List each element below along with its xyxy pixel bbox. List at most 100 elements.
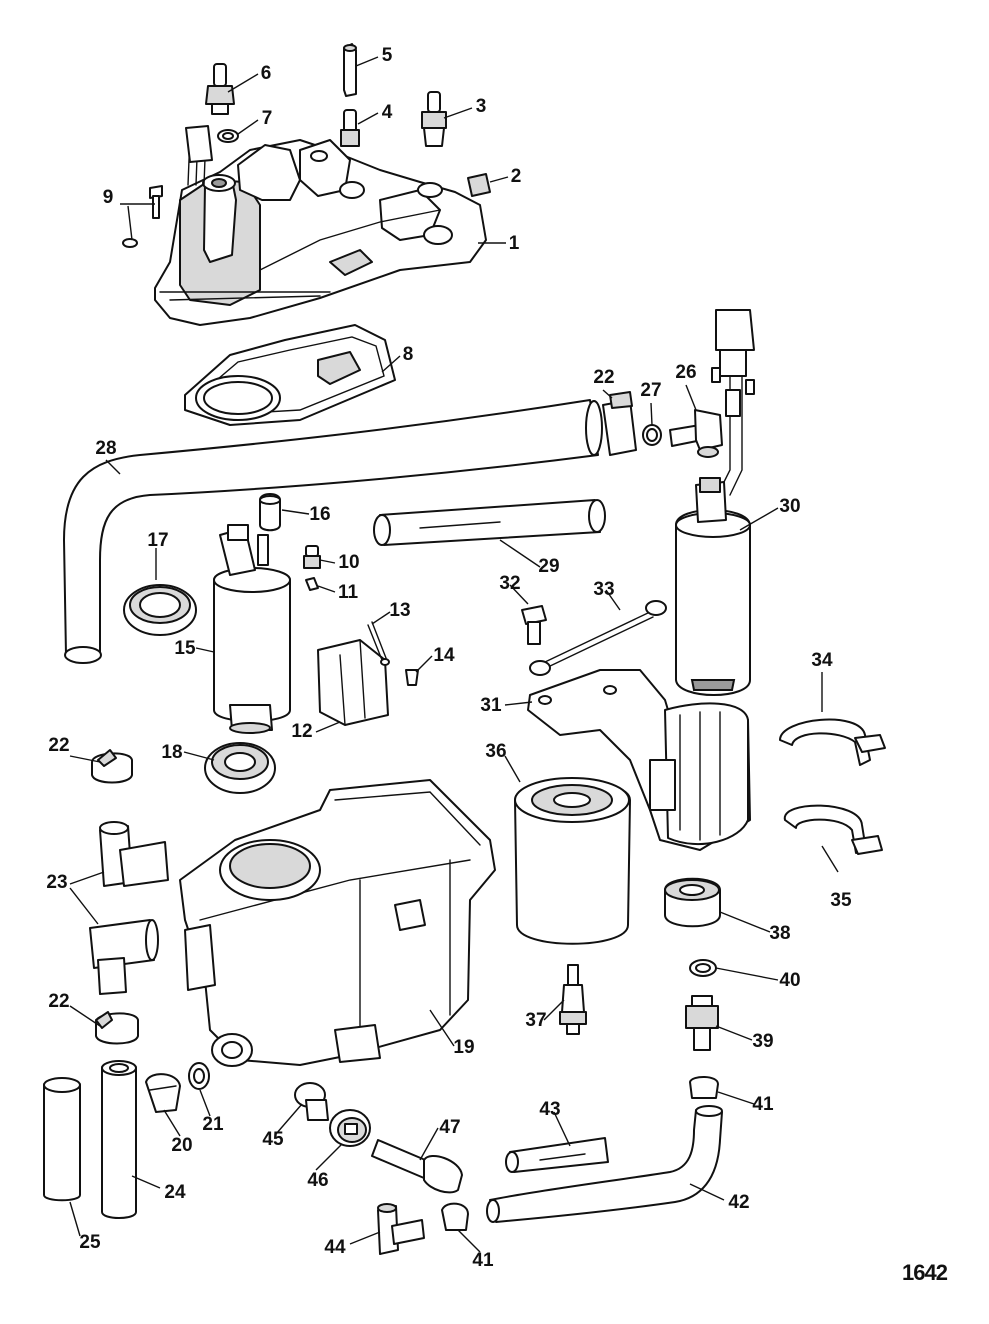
sensor-part-37	[559, 964, 587, 1035]
sleeve-part-16	[259, 493, 281, 532]
clamp-part-41-lower	[441, 1202, 469, 1231]
callout-44: 44	[324, 1237, 346, 1258]
ground-strap-part-33	[529, 600, 667, 676]
fitting-part-4	[340, 109, 360, 147]
screw-part-14	[405, 669, 419, 686]
seal-part-40	[689, 959, 717, 977]
bracket-part-12	[317, 639, 389, 726]
clamp-part-41-upper	[689, 1076, 719, 1099]
callout-33: 33	[593, 579, 614, 600]
callout-5: 5	[382, 45, 393, 66]
callout-24: 24	[164, 1182, 186, 1203]
callout-1: 1	[509, 233, 520, 254]
fuel-reservoir-part-19	[179, 779, 496, 1067]
callout-32: 32	[499, 573, 520, 594]
hose-part-42	[486, 1105, 723, 1223]
leader-lines	[69, 56, 839, 1253]
fitting-part-39	[685, 995, 719, 1051]
fuel-pump-part-15	[213, 524, 291, 734]
fitting-part-10	[303, 545, 321, 569]
callout-27: 27	[640, 380, 661, 401]
callout-22-c: 22	[48, 991, 69, 1012]
seal-part-17	[123, 584, 197, 636]
callout-18: 18	[161, 742, 182, 763]
tube-part-25	[43, 1077, 81, 1202]
callout-42: 42	[728, 1192, 749, 1213]
hose-part-29	[373, 499, 606, 546]
callout-labels: 1 2 3 4 5 6 7 8 9 10 11 12 13 14 15 16 1…	[46, 45, 852, 1271]
elbow-fitting-part-26	[669, 409, 723, 458]
callout-14: 14	[433, 645, 455, 666]
clip-part-11	[305, 577, 319, 591]
elbow-part-44	[377, 1203, 425, 1255]
callout-34: 34	[811, 650, 833, 671]
hose-part-43	[505, 1137, 609, 1173]
elbow-part-23-upper	[99, 821, 169, 887]
callout-43: 43	[539, 1099, 560, 1120]
screw-and-washer-part-9	[122, 185, 163, 248]
callout-25: 25	[79, 1232, 101, 1253]
bolt-part-47	[371, 1139, 463, 1194]
pin-part-5	[343, 43, 357, 97]
callout-23: 23	[46, 872, 67, 893]
callout-7: 7	[262, 108, 273, 129]
callout-15: 15	[174, 638, 196, 659]
cover-assembly-part-1	[154, 125, 487, 326]
callout-10: 10	[338, 552, 359, 573]
callout-41-b: 41	[472, 1250, 494, 1271]
screw-part-32	[521, 605, 547, 645]
fuel-filter-part-36	[514, 777, 631, 945]
callout-22-b: 22	[48, 735, 69, 756]
cap-part-2	[467, 173, 491, 197]
fitting-part-45	[294, 1082, 329, 1121]
callout-47: 47	[439, 1117, 460, 1138]
callout-16: 16	[309, 504, 330, 525]
gasket-part-8	[184, 324, 396, 426]
callout-31: 31	[480, 695, 502, 716]
callout-39: 39	[752, 1031, 773, 1052]
strap-part-13	[367, 621, 390, 666]
callout-35: 35	[830, 890, 852, 911]
washer-part-7	[217, 129, 239, 143]
plug-part-38	[664, 877, 721, 928]
callout-19: 19	[453, 1037, 474, 1058]
clamp-part-22-top	[602, 391, 637, 456]
adapter-part-18	[204, 742, 276, 794]
callout-8: 8	[403, 344, 414, 365]
callout-4: 4	[382, 102, 393, 123]
figure-code: 1642	[902, 1260, 948, 1285]
callout-17: 17	[147, 530, 168, 551]
callout-46: 46	[307, 1170, 328, 1191]
callout-45: 45	[262, 1129, 284, 1150]
callout-3: 3	[476, 96, 487, 117]
callout-26: 26	[675, 362, 696, 383]
washer-part-27	[642, 424, 662, 446]
callout-40: 40	[779, 970, 800, 991]
callout-9: 9	[103, 187, 114, 208]
callout-6: 6	[261, 63, 272, 84]
fuel-pump-part-30	[675, 309, 755, 696]
callout-41-a: 41	[752, 1094, 774, 1115]
callout-37: 37	[525, 1010, 546, 1031]
clamp-part-35	[783, 804, 883, 855]
callout-38: 38	[769, 923, 790, 944]
callout-36: 36	[485, 741, 506, 762]
callout-12: 12	[291, 721, 312, 742]
clamp-part-22-left-lower	[95, 1011, 139, 1045]
mounting-bracket-part-31	[527, 669, 751, 851]
fitting-part-6	[205, 63, 235, 115]
hose-part-28	[63, 399, 603, 664]
callout-30: 30	[779, 496, 800, 517]
tube-part-24	[101, 1060, 137, 1219]
callout-13: 13	[389, 600, 410, 621]
washer-part-21	[188, 1062, 210, 1090]
plug-part-46	[329, 1109, 371, 1147]
callout-22-a: 22	[593, 367, 614, 388]
callout-2: 2	[511, 166, 522, 187]
elbow-part-23-lower	[89, 919, 159, 995]
callout-11: 11	[338, 582, 359, 603]
callout-29: 29	[538, 556, 559, 577]
clamp-part-22-left-upper	[91, 749, 133, 784]
callout-21: 21	[202, 1114, 224, 1135]
fitting-part-3	[421, 91, 447, 147]
